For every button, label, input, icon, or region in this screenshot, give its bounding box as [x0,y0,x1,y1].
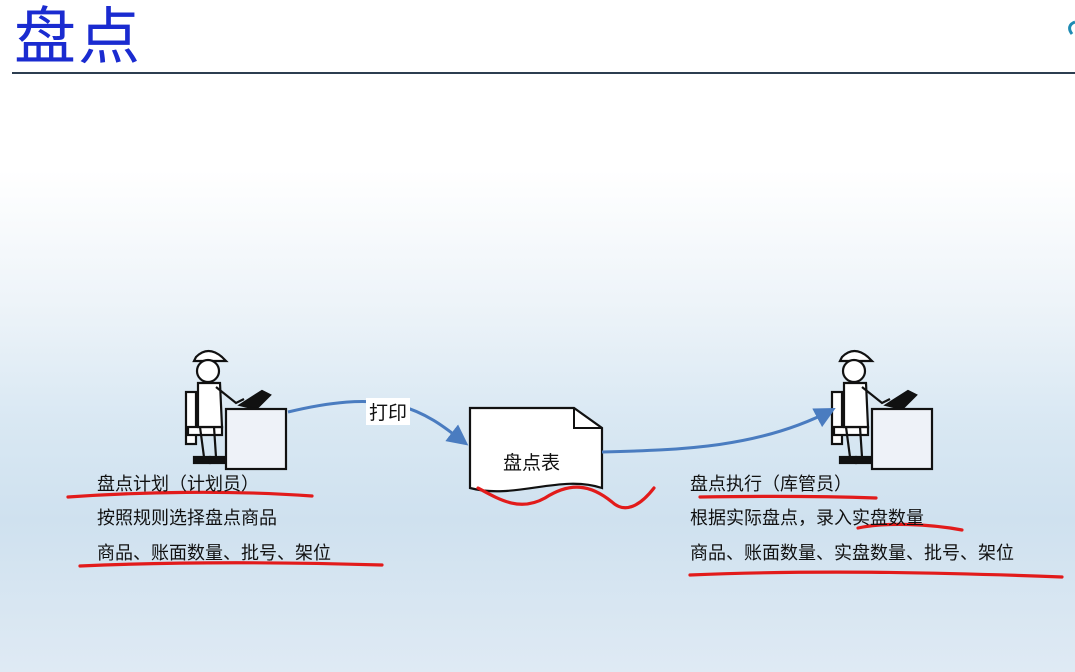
planner-role-label: 盘点计划（计划员） [97,474,259,495]
red-underline [66,490,314,499]
corner-logo-fragment [1068,20,1075,35]
slide-title: 盘点 [14,0,143,73]
executor-task-label: 根据实际盘点，录入实盘数量 [690,508,924,529]
flow-arrow-to-executor [601,408,836,454]
planner-fields-label: 商品、账面数量、批号、架位 [97,543,331,564]
document-label: 盘点表 [503,452,561,474]
red-underline [698,494,878,500]
red-squiggle [476,485,656,510]
title-divider [12,72,1075,74]
worker-at-desk-icon [830,349,934,471]
red-underline [856,522,964,532]
executor-fields-label: 商品、账面数量、实盘数量、批号、架位 [690,543,1014,564]
print-label: 打印 [366,398,411,425]
worker-at-desk-icon [184,349,288,471]
red-underline [78,561,384,568]
planner-task-label: 按照规则选择盘点商品 [97,508,277,529]
executor-role-label: 盘点执行（库管员） [690,474,852,495]
red-underline [688,570,1064,579]
